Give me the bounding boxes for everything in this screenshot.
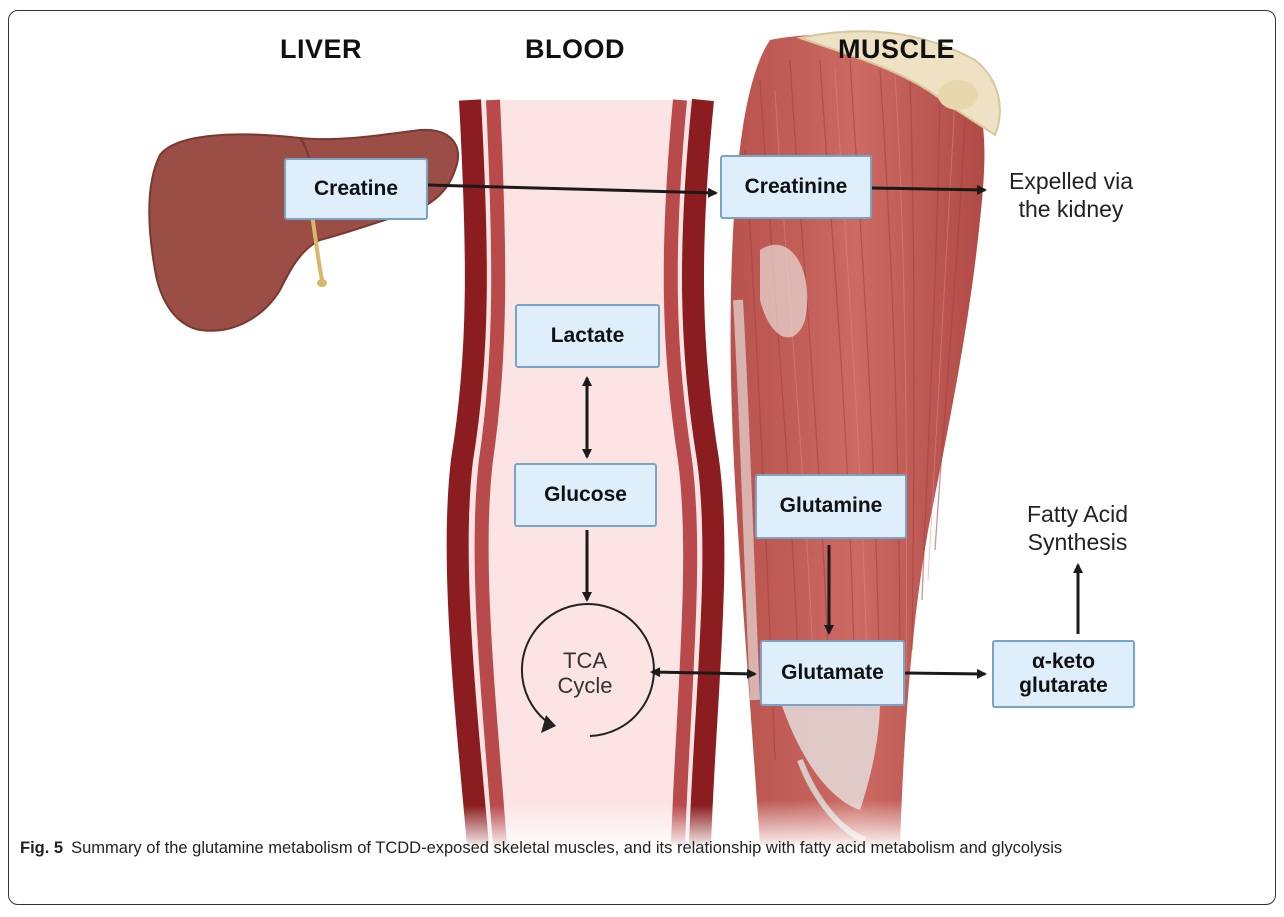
label-expelled-via-kidney: Expelled via the kidney [996,168,1146,223]
node-lactate: Lactate [515,304,660,368]
node-creatinine: Creatinine [720,155,872,219]
node-creatine: Creatine [284,158,428,220]
node-glutamine: Glutamine [755,474,907,539]
label-tca-cycle: TCA Cycle [548,648,622,699]
caption-text: Summary of the glutamine metabolism of T… [71,839,1062,857]
label-fatty-acid-synthesis: Fatty Acid Synthesis [1010,501,1145,556]
arrow-glutamate-to-aketo [905,673,985,674]
node-glutamate: Glutamate [760,640,905,706]
caption-label: Fig. 5 [20,839,63,857]
node-alpha-ketoglutarate: α-keto glutarate [992,640,1135,708]
region-label-liver: LIVER [280,34,362,65]
arrow-tca-glutamate [652,672,755,674]
region-label-muscle: MUSCLE [838,34,955,65]
region-label-blood: BLOOD [525,34,625,65]
arrow-creatinine-to-kidney [872,188,985,190]
node-glucose: Glucose [514,463,657,527]
figure-caption: Fig. 5 Summary of the glutamine metabolis… [20,839,1270,858]
